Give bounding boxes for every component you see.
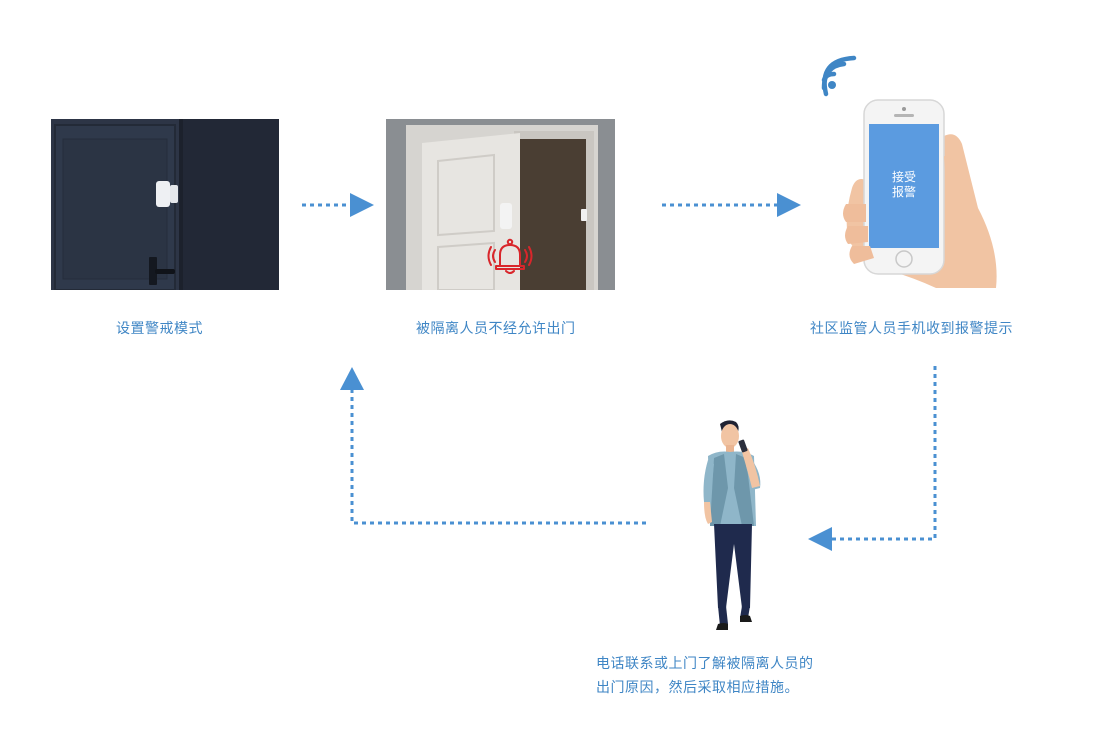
alarm-bell-icon xyxy=(487,238,533,276)
arrow-step3-to-call-line xyxy=(832,366,937,541)
step3-caption: 社区监管人员手机收到报警提示 xyxy=(810,321,1013,337)
phone-screen-line1: 接受 xyxy=(891,170,916,184)
arrow-call-to-step2-line xyxy=(350,390,646,525)
wifi-signal-icon xyxy=(816,54,862,100)
final-step-line1: 电话联系或上门了解被隔离人员的 xyxy=(596,656,814,672)
phone-screen-text: 接受 报警 xyxy=(869,170,939,200)
arrow-head-up xyxy=(340,367,364,390)
step2-caption: 被隔离人员不经允许出门 xyxy=(416,321,576,337)
final-step-line2: 出门原因，然后采取相应措施。 xyxy=(596,680,799,696)
arrow-head-right-2 xyxy=(777,193,801,217)
hand-holding-phone xyxy=(840,96,1000,288)
arrow-head-right-1 xyxy=(350,193,374,217)
arrow-head-left xyxy=(808,527,832,551)
armed-door-photo xyxy=(51,119,279,290)
step1-caption: 设置警戒模式 xyxy=(116,321,203,337)
phone-screen-line2: 报警 xyxy=(891,185,916,199)
final-step-caption: 电话联系或上门了解被隔离人员的 出门原因，然后采取相应措施。 xyxy=(596,652,814,700)
person-on-phone-illustration xyxy=(696,418,776,640)
